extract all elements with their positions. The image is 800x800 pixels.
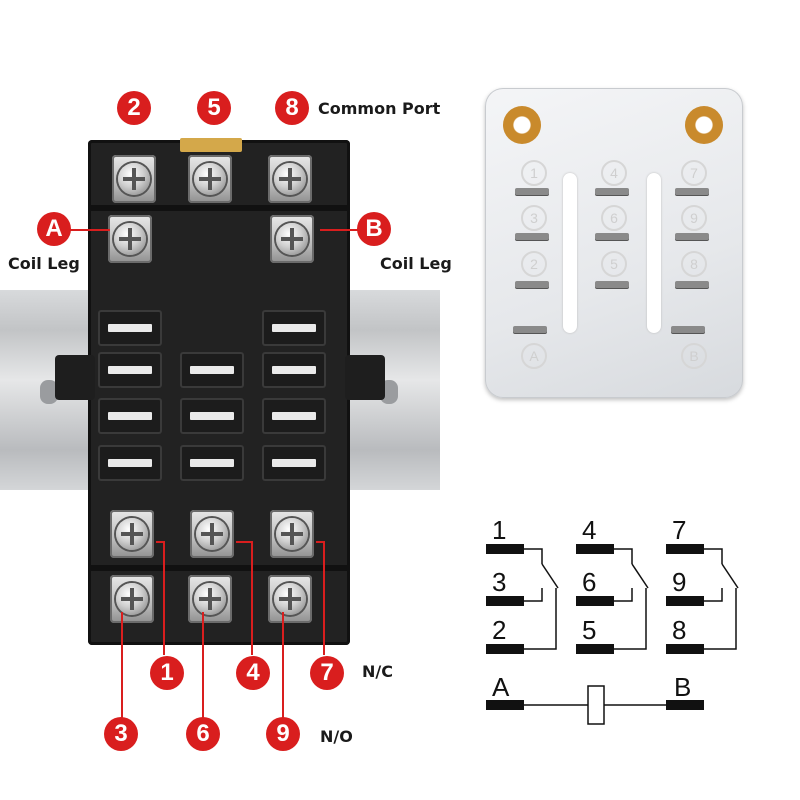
terminal-screw-4[interactable] (190, 510, 234, 558)
terminal-screw-b[interactable] (270, 215, 314, 263)
relay-pin (595, 233, 629, 240)
coil-leg-right-label: Coil Leg (380, 254, 452, 273)
relay-pin-label-a: A (521, 343, 547, 369)
pin-slot (98, 398, 162, 434)
schematic-label-2: 2 (492, 615, 507, 645)
mounting-eyelet-right (685, 106, 723, 144)
schematic-label-b: B (674, 672, 692, 702)
pin-slot (98, 445, 162, 481)
pin-slot (98, 352, 162, 388)
badge-9: 9 (266, 717, 300, 751)
terminal-screw-7[interactable] (270, 510, 314, 558)
coil-leg-left-label: Coil Leg (8, 254, 80, 273)
badge-2: 2 (117, 91, 151, 125)
relay-pin-label-6: 6 (601, 205, 627, 231)
relay-pin (595, 281, 629, 288)
relay-pin-label-1: 1 (521, 160, 547, 186)
relay-pin-coil-b (671, 326, 705, 333)
pin-slot (180, 398, 244, 434)
relay-pin-label-7: 7 (681, 160, 707, 186)
common-port-label: Common Port (318, 99, 441, 118)
schematic-label-5: 5 (582, 615, 597, 645)
pin-slot (262, 310, 326, 346)
schematic-label-6: 6 (582, 567, 597, 597)
pin-slot (262, 445, 326, 481)
terminal-screw-6[interactable] (188, 575, 232, 623)
terminal-screw-8[interactable] (268, 155, 312, 203)
leader-lines (70, 229, 358, 718)
pin-slot (98, 310, 162, 346)
schematic-label-1: 1 (492, 515, 507, 545)
badge-5: 5 (197, 91, 231, 125)
schematic-label-a: A (492, 672, 510, 702)
relay-pin (675, 233, 709, 240)
schematic-label-7: 7 (672, 515, 687, 545)
relay-pin (515, 233, 549, 240)
badge-7: 7 (310, 656, 344, 690)
badge-1: 1 (150, 656, 184, 690)
terminal-screw-5[interactable] (188, 155, 232, 203)
socket-clip (345, 355, 385, 400)
no-label: N/O (320, 727, 353, 746)
terminal-screw-2[interactable] (112, 155, 156, 203)
relay-divider (563, 173, 577, 333)
nc-label: N/C (362, 662, 393, 681)
socket-photo: 2 5 8 A B 1 4 7 3 6 9 Common Port Coil L… (0, 91, 452, 751)
pin-slot (180, 352, 244, 388)
terminal-screw-9[interactable] (268, 575, 312, 623)
relay-pin-label-2: 2 (521, 251, 547, 277)
badge-a: A (37, 212, 71, 246)
relay-pin (515, 281, 549, 288)
relay-pin-label-5: 5 (601, 251, 627, 277)
badge-4: 4 (236, 656, 270, 690)
terminal-screw-a[interactable] (108, 215, 152, 263)
schematic-label-8: 8 (672, 615, 687, 645)
relay-pin-label-8: 8 (681, 251, 707, 277)
pin-slot (262, 398, 326, 434)
badge-6: 6 (186, 717, 220, 751)
badge-8: 8 (275, 91, 309, 125)
pin-slot (262, 352, 326, 388)
wiring-schematic (486, 544, 739, 725)
mounting-eyelet-left (503, 106, 541, 144)
socket-tab (180, 138, 242, 152)
terminal-screw-1[interactable] (110, 510, 154, 558)
relay-pin (595, 188, 629, 195)
badge-3: 3 (104, 717, 138, 751)
relay-pin-label-3: 3 (521, 205, 547, 231)
relay-pin-label-4: 4 (601, 160, 627, 186)
relay-pin (675, 188, 709, 195)
relay-pin-label-9: 9 (681, 205, 707, 231)
relay-pin (675, 281, 709, 288)
schematic-label-9: 9 (672, 567, 687, 597)
socket-clip (55, 355, 95, 400)
schematic-label-4: 4 (582, 515, 597, 545)
relay-pin-coil-a (513, 326, 547, 333)
din-rail-slot (40, 380, 58, 404)
schematic-label-3: 3 (492, 567, 507, 597)
relay-pin (515, 188, 549, 195)
relay-photo: 1 4 7 3 6 9 2 5 8 A B (485, 88, 743, 398)
pin-slot (180, 445, 244, 481)
badge-b: B (357, 212, 391, 246)
socket-top-shelf (88, 205, 350, 211)
socket-bottom-shelf (88, 565, 350, 571)
relay-pin-label-b: B (681, 343, 707, 369)
relay-divider (647, 173, 661, 333)
terminal-screw-3[interactable] (110, 575, 154, 623)
